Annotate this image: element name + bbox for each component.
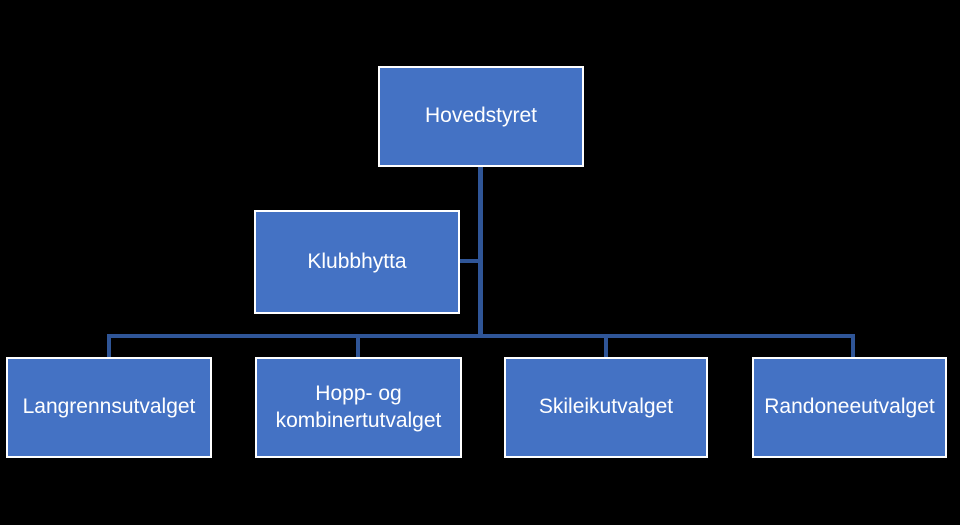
org-node-label: Skileikutvalget (538, 395, 674, 419)
connector-drop-hopp-og-kombinertutvalget (356, 334, 360, 358)
org-node-label: Klubbhytta (307, 249, 407, 273)
connector-distributor (107, 334, 855, 338)
org-node-klubbhytta: Klubbhytta (254, 210, 460, 314)
org-node-randoneeutvalget: Randoneeutvalget (752, 357, 947, 458)
connector-root-vertical (478, 166, 483, 338)
org-node-skileikutvalget: Skileikutvalget (504, 357, 708, 458)
org-node-langrennsutvalget: Langrennsutvalget (6, 357, 212, 458)
connector-drop-skileikutvalget (604, 334, 608, 358)
org-node-label: Hovedstyret (424, 104, 538, 128)
org-node-hopp-og-kombinertutvalget: Hopp- og kombinertutvalget (255, 357, 462, 458)
org-node-hovedstyret: Hovedstyret (378, 66, 584, 167)
org-node-label: Hopp- og kombinertutvalget (275, 382, 442, 432)
connector-drop-randoneeutvalget (851, 334, 855, 358)
connector-drop-langrennsutvalget (107, 334, 111, 358)
org-node-label: Langrennsutvalget (22, 395, 196, 419)
connector-assistant-link (459, 259, 479, 263)
org-node-label: Randoneeutvalget (764, 395, 935, 419)
